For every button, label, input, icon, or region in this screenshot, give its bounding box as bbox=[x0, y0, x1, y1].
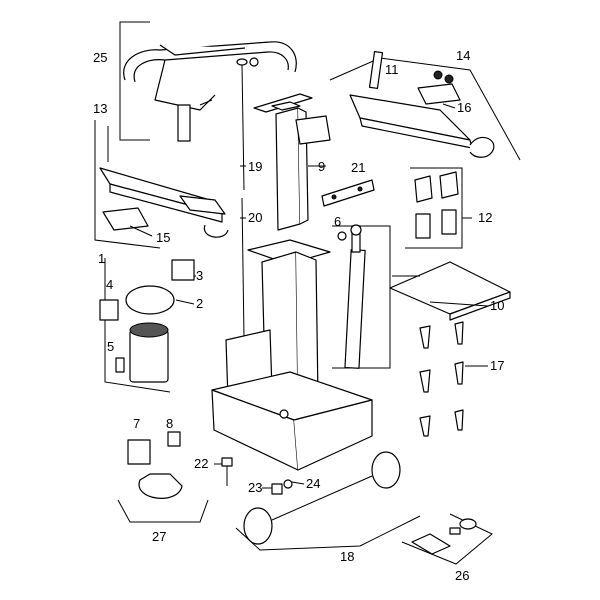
callout-9: 9 bbox=[318, 159, 325, 174]
callout-21: 21 bbox=[351, 160, 365, 175]
callout-12: 12 bbox=[478, 210, 492, 225]
callout-5: 5 bbox=[107, 339, 114, 354]
callouts: 25 13 14 11 16 19 9 21 15 20 6 12 1 3 4 … bbox=[93, 48, 504, 583]
callout-7: 7 bbox=[133, 416, 140, 431]
callout-13: 13 bbox=[93, 101, 107, 116]
callout-16: 16 bbox=[457, 100, 471, 115]
leader-lines bbox=[129, 103, 489, 489]
callout-1: 1 bbox=[98, 251, 105, 266]
callout-10: 10 bbox=[490, 298, 504, 313]
part-23-24-fasteners bbox=[271, 479, 293, 495]
callout-23: 23 bbox=[248, 480, 262, 495]
part-9-column bbox=[253, 93, 331, 231]
callout-11: 11 bbox=[385, 62, 399, 77]
part-27-valve-assembly bbox=[117, 431, 209, 523]
part-1-motor bbox=[99, 258, 195, 393]
callout-22: 22 bbox=[194, 456, 208, 471]
part-10-table bbox=[389, 261, 511, 321]
part-19-rod bbox=[236, 57, 259, 191]
part-25-handle bbox=[119, 21, 297, 142]
callout-18: 18 bbox=[340, 549, 354, 564]
callout-3: 3 bbox=[196, 268, 203, 283]
callout-15: 15 bbox=[156, 230, 170, 245]
part-26-kit bbox=[401, 513, 493, 565]
main-body bbox=[211, 239, 373, 471]
callout-2: 2 bbox=[196, 296, 203, 311]
callout-20: 20 bbox=[248, 210, 262, 225]
part-20-rod bbox=[241, 197, 245, 339]
part-14-arm bbox=[329, 51, 521, 161]
part-18-wheels bbox=[235, 451, 421, 551]
part-21-bracket bbox=[321, 179, 375, 207]
part-17-studs bbox=[419, 321, 464, 437]
callout-8: 8 bbox=[166, 416, 173, 431]
part-13-arm bbox=[94, 120, 229, 249]
callout-14: 14 bbox=[456, 48, 470, 63]
callout-17: 17 bbox=[490, 358, 504, 373]
callout-4: 4 bbox=[106, 277, 113, 292]
callout-25: 25 bbox=[93, 50, 107, 65]
callout-26: 26 bbox=[455, 568, 469, 583]
callout-27: 27 bbox=[152, 529, 166, 544]
callout-24: 24 bbox=[306, 476, 320, 491]
part-6-cylinder bbox=[332, 224, 391, 369]
part-22-bolt bbox=[221, 457, 233, 486]
callout-19: 19 bbox=[248, 159, 262, 174]
part-12-wedge-set bbox=[405, 167, 463, 249]
callout-6: 6 bbox=[334, 214, 341, 229]
